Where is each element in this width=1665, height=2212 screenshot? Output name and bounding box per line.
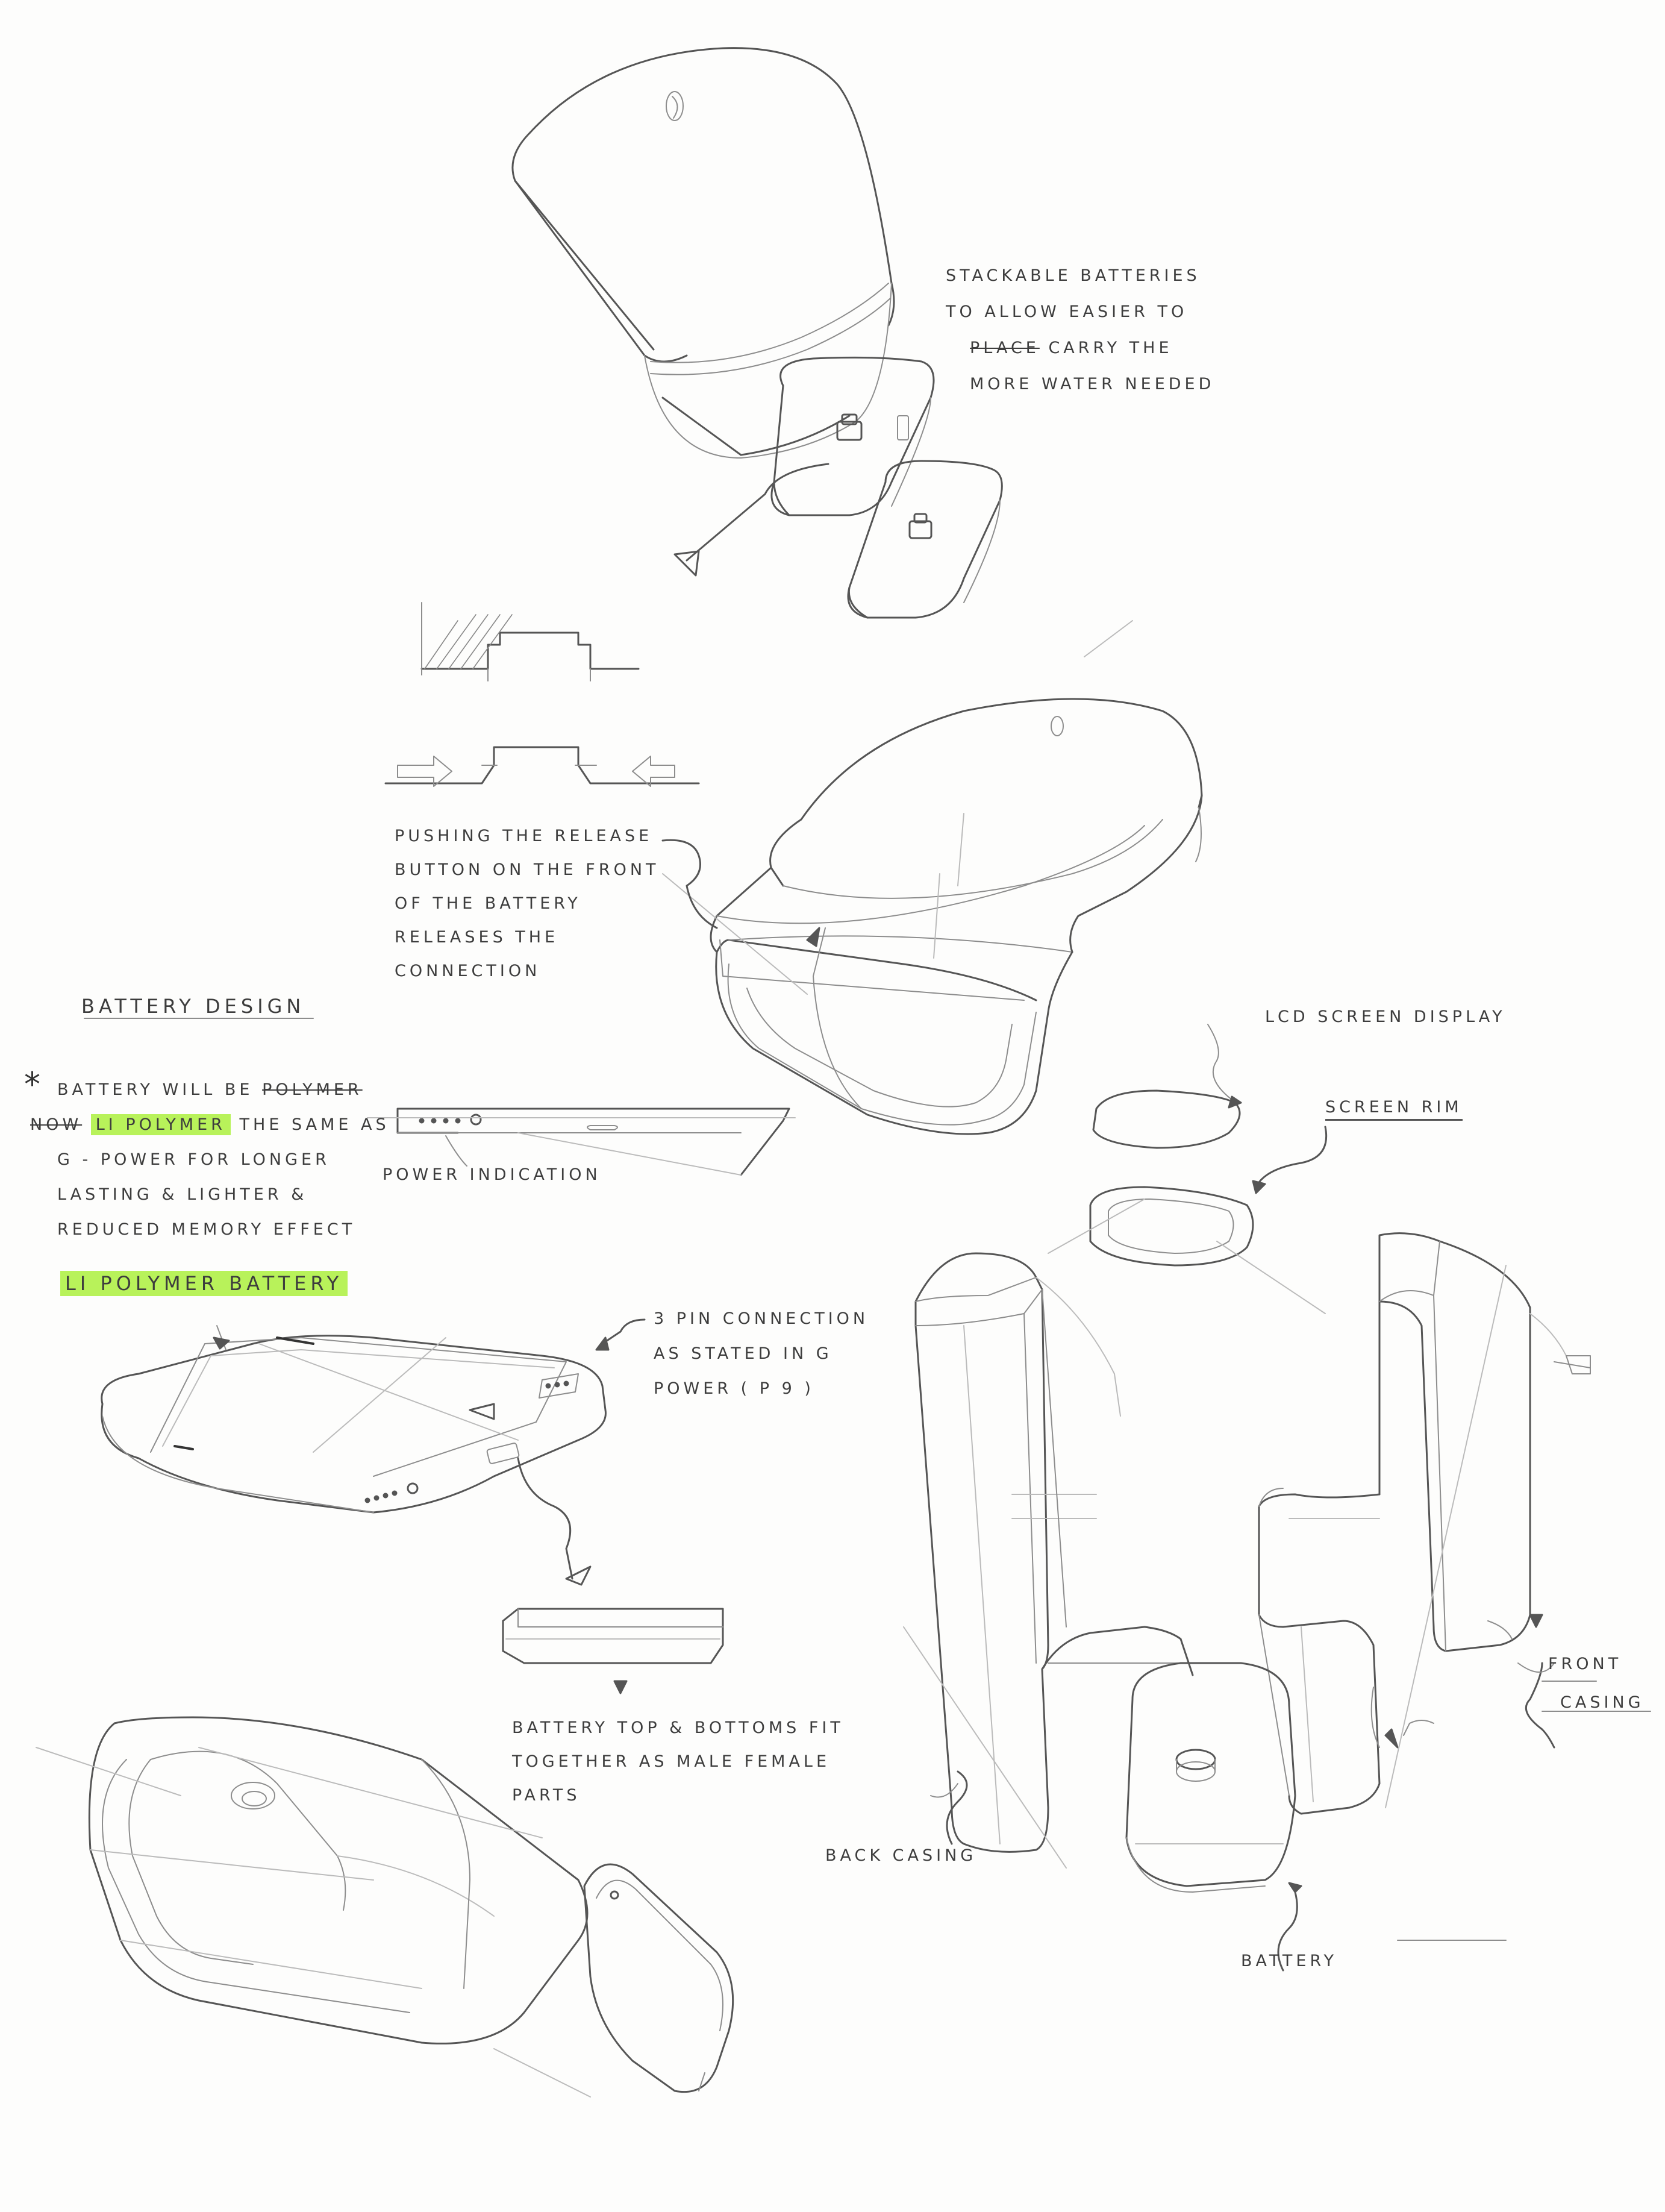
note-pushing-line2: BUTTON ON THE FRONT: [395, 853, 660, 887]
detached-battery-bottom-sketch: [584, 1864, 733, 2092]
label-screen-rim-text: SCREEN RIM: [1325, 1098, 1463, 1121]
note-stackable-batteries: STACKABLE BATTERIES TO ALLOW EASIER TO P…: [946, 258, 1214, 403]
note-pushing-line5: CONNECTION: [395, 954, 660, 988]
bottle-with-battery-sketch: [663, 621, 1202, 1134]
label-back-casing: BACK CASING: [825, 1838, 976, 1874]
note-pushing-line1: PUSHING THE RELEASE: [395, 819, 660, 853]
note-pin-line3: POWER ( P 9 ): [654, 1371, 869, 1406]
note-top-line3: PARTS: [512, 1779, 844, 1813]
label-front-casing-line2: CASING: [1548, 1684, 1645, 1722]
label-lcd-screen-display: LCD SCREEN DISPLAY: [1265, 999, 1506, 1035]
male-female-leader: [518, 1458, 590, 1585]
stackable-battery-disc-1: [772, 357, 934, 515]
label-screen-rim: SCREEN RIM: [1325, 1089, 1463, 1126]
note-battery-line3: G - POWER FOR LONGER: [57, 1142, 390, 1177]
stackable-battery-disc-2: [848, 461, 1002, 618]
highlight-li-polymer: LI POLYMER: [91, 1114, 231, 1135]
note-battery-line2-rest: THE SAME AS: [240, 1115, 390, 1134]
note-pushing-line3: OF THE BATTERY: [395, 887, 660, 921]
note-battery-line1: BATTERY WILL BE POLYMER: [57, 1073, 390, 1108]
note-stackable-line2: TO ALLOW EASIER TO: [946, 294, 1214, 330]
note-stackable-line4: MORE WATER NEEDED: [946, 366, 1214, 403]
highlight-li-polymer-battery: LI POLYMER BATTERY: [60, 1271, 348, 1296]
note-pin-line1: 3 PIN CONNECTION: [654, 1302, 869, 1336]
male-female-profile: [503, 1609, 723, 1693]
note-pushing-release: PUSHING THE RELEASE BUTTON ON THE FRONT …: [395, 819, 660, 988]
stack-direction-arrow: [675, 464, 828, 575]
note-pin-connection: 3 PIN CONNECTION AS STATED IN G POWER ( …: [654, 1302, 869, 1406]
note-top-line2: TOGETHER AS MALE FEMALE: [512, 1745, 844, 1779]
label-front-casing-line1: FRONT: [1548, 1645, 1645, 1684]
heading-li-polymer-battery: LI POLYMER BATTERY: [60, 1265, 348, 1302]
label-battery: BATTERY: [1241, 1943, 1337, 1979]
screen-rim-part: [1090, 1127, 1326, 1265]
heading-battery-design: BATTERY DESIGN: [81, 988, 305, 1024]
note-stackable-line1: STACKABLE BATTERIES: [946, 258, 1214, 294]
front-casing-sketch: [1259, 1233, 1590, 1814]
back-casing-sketch: [916, 1253, 1193, 1852]
note-battery-line1-text: BATTERY WILL BE: [57, 1080, 254, 1099]
note-battery-polymer: BATTERY WILL BE POLYMER NOW LI POLYMER T…: [57, 1073, 390, 1247]
note-battery-line4: LASTING & LIGHTER &: [57, 1177, 390, 1212]
note-stackable-struck-word: PLACE: [970, 339, 1040, 357]
note-battery-line5: REDUCED MEMORY EFFECT: [57, 1212, 390, 1247]
label-power-indication: POWER INDICATION: [383, 1157, 601, 1193]
note-pushing-line4: RELEASES THE: [395, 921, 660, 954]
pushing-release-leader: [663, 840, 717, 928]
bottle-body-top-sketch: [513, 48, 894, 458]
note-top-line1: BATTERY TOP & BOTTOMS FIT: [512, 1711, 844, 1745]
li-polymer-battery-sketch: [102, 1326, 606, 1512]
lcd-screen-part: [1093, 1024, 1241, 1148]
note-star: *: [24, 1065, 40, 1103]
note-battery-line2: NOW LI POLYMER THE SAME AS: [30, 1108, 390, 1142]
note-battery-line2-struck: NOW: [30, 1115, 82, 1134]
note-stackable-line3-text: CARRY THE: [1048, 339, 1172, 357]
battery-assembly-sketch: [1126, 1663, 1295, 1892]
note-battery-top-bottom: BATTERY TOP & BOTTOMS FIT TOGETHER AS MA…: [512, 1711, 844, 1813]
label-front-casing: FRONT CASING: [1548, 1645, 1645, 1722]
connector-detail-release: [386, 747, 699, 786]
note-stackable-line3: PLACE CARRY THE: [946, 330, 1214, 366]
pin-connection-leader: [596, 1320, 645, 1350]
note-battery-line1-struck: POLYMER: [262, 1080, 363, 1099]
note-pin-line2: AS STATED IN G: [654, 1336, 869, 1371]
connector-detail-locked: [422, 603, 639, 681]
casing-leaders: [931, 1615, 1651, 1970]
